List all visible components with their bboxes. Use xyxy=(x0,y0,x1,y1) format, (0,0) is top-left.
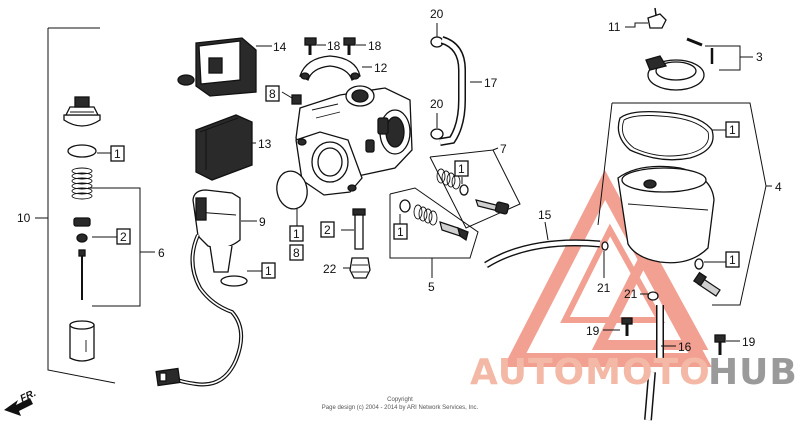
needle-retainer-part xyxy=(73,217,91,227)
copyright-line-1: Copyright xyxy=(387,397,413,403)
callout-21-left: 21 xyxy=(597,281,611,295)
callout-22: 22 xyxy=(323,262,337,276)
starter-spring-part xyxy=(413,204,438,226)
callout-box-1-drain: 1 xyxy=(725,251,740,268)
callout-box-8-top: 8 xyxy=(265,85,280,102)
callout-box-1-slide: 1 xyxy=(110,145,125,162)
callout-box-2-pin: 2 xyxy=(320,221,335,238)
o-ring-part xyxy=(67,144,97,158)
drain-screw-part xyxy=(692,271,721,297)
callout-8-bottom-text: 8 xyxy=(293,246,300,260)
cover-part-14 xyxy=(177,37,272,97)
slide-assembly-group xyxy=(35,27,155,384)
callout-box-1-gasket: 1 xyxy=(725,121,740,138)
clip-part-20-bottom xyxy=(430,113,444,140)
float-part-3 xyxy=(645,45,753,91)
pilot-screw-part xyxy=(475,199,510,215)
callout-17: 17 xyxy=(484,76,498,90)
screw-part-18-left xyxy=(304,37,326,55)
callout-1-pilot-text: 1 xyxy=(458,162,465,176)
wire-harness-part xyxy=(155,234,244,387)
starter-plunger-part xyxy=(439,221,469,242)
front-label: FR. xyxy=(19,388,38,405)
callout-box-1-starter: 1 xyxy=(393,223,408,240)
top-cap-part xyxy=(63,96,101,127)
front-direction-arrow: FR. xyxy=(4,388,38,416)
callout-18-right: 18 xyxy=(368,39,382,53)
tube-part-17 xyxy=(439,36,482,146)
screw-part-18-right xyxy=(343,37,366,55)
callout-19-right: 19 xyxy=(742,335,756,349)
cap-part-13 xyxy=(195,114,256,181)
callout-box-1-pilot: 1 xyxy=(454,160,469,177)
float-chamber-assembly-4 xyxy=(597,102,772,306)
sensor-o-ring-part xyxy=(220,275,248,287)
callout-box-1-intake: 1 xyxy=(289,225,304,242)
float-valve-part-11 xyxy=(625,7,667,29)
callout-8-top-text: 8 xyxy=(269,87,276,101)
slide-spring-part xyxy=(71,167,93,200)
chamber-gasket-part xyxy=(617,110,714,161)
callout-2-pin-text: 2 xyxy=(324,223,331,237)
callout-1-drain-text: 1 xyxy=(729,253,736,267)
screw-part-19-left xyxy=(603,317,633,336)
callout-16: 16 xyxy=(678,340,692,354)
callout-21-right: 21 xyxy=(624,287,638,301)
watermark-text-part1: AUTOMOTO xyxy=(470,352,711,393)
callout-12: 12 xyxy=(374,61,388,75)
callout-13: 13 xyxy=(258,137,272,151)
callout-6: 6 xyxy=(158,246,165,260)
callout-9: 9 xyxy=(259,215,266,229)
callout-15: 15 xyxy=(538,208,552,222)
copyright-line-2: Page design (c) 2004 - 2014 by ARI Netwo… xyxy=(322,405,479,411)
drain-tube-part-16 xyxy=(644,305,676,421)
hose-part-15 xyxy=(484,221,609,278)
callout-14: 14 xyxy=(273,40,287,54)
float-pin-part xyxy=(686,37,703,47)
callout-20-top: 20 xyxy=(430,7,444,21)
jet-needle-part xyxy=(78,249,86,300)
callout-7: 7 xyxy=(500,142,507,156)
starter-valve-set-5 xyxy=(389,187,479,278)
callout-1-starter-text: 1 xyxy=(397,225,404,239)
clamp-part-12 xyxy=(299,55,372,81)
watermark-logo-triangle xyxy=(503,170,712,367)
watermark-text-part2: HUB xyxy=(708,352,798,393)
callout-11: 11 xyxy=(608,20,621,34)
callout-4: 4 xyxy=(775,180,782,194)
callout-19-left: 19 xyxy=(586,324,600,338)
carburetor-body-part xyxy=(281,85,413,196)
callout-10: 10 xyxy=(17,211,31,225)
pilot-spring-part xyxy=(436,168,461,190)
nut-part-22 xyxy=(343,257,371,279)
callout-1-intake-text: 1 xyxy=(293,227,300,241)
screw-part-19-right xyxy=(714,334,740,355)
sensor-part-9 xyxy=(192,189,262,287)
callout-2-text: 2 xyxy=(120,230,127,244)
callout-18-left: 18 xyxy=(327,39,341,53)
intake-o-ring-part xyxy=(276,170,308,226)
callout-3: 3 xyxy=(756,50,763,64)
callout-box-1-sensor: 1 xyxy=(261,262,276,279)
callout-20-bottom: 20 xyxy=(430,97,444,111)
throttle-slide-part xyxy=(69,320,95,362)
callout-box-2-needle: 2 xyxy=(116,228,131,245)
callout-box-8-bottom: 8 xyxy=(289,244,304,261)
callout-1-text: 1 xyxy=(114,147,121,161)
pin-part-2 xyxy=(341,208,366,250)
callout-1-sensor-text: 1 xyxy=(265,264,272,278)
callout-1-gasket-text: 1 xyxy=(729,123,736,137)
callout-5: 5 xyxy=(428,280,435,294)
pilot-screw-set-7 xyxy=(429,147,521,229)
